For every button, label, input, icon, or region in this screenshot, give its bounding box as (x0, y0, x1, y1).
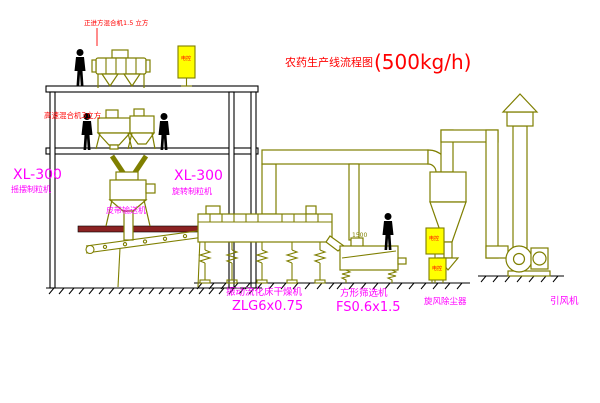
dryer-leg-spring (286, 241, 298, 284)
mixer-body (95, 57, 147, 75)
exhaust-stack (501, 93, 539, 249)
high-speed-mixer (95, 109, 133, 150)
stack-cap (501, 93, 539, 113)
cyclone-exhaust-pipe (440, 129, 509, 259)
label-top-mixer: 正进方混合机1.5 立方 (84, 18, 149, 27)
label-sieve-dimension: 1500 (352, 232, 367, 239)
cabinet-box (177, 45, 196, 79)
induced-draft-fan (505, 245, 551, 277)
label-granulator-mid-model: XL-300 (174, 168, 223, 184)
dryer-leg-spring (314, 241, 326, 284)
diagram-title: 农药生产线流程图 (285, 55, 373, 69)
stack-pipe (512, 125, 528, 249)
diagram-capacity: (500kg/h) (374, 50, 471, 74)
label-cyclone-dust-collector: 旋风除尘器 (424, 296, 467, 307)
label-sieve-name: 方形筛选机 (340, 287, 388, 299)
dryer-riser-duct (261, 163, 277, 215)
label-sieve-model: FS0.6x1.5 (336, 300, 401, 315)
cyclone-separator (429, 171, 467, 271)
granulator-body (109, 179, 147, 201)
label-belt-conveyor: 皮带输送机 (106, 205, 146, 215)
control-cabinet-top: 电控 (177, 45, 196, 87)
cabinet-text: 电控 (181, 55, 191, 62)
label-dryer-model: ZLG6x0.75 (232, 299, 303, 314)
ground-hatching (46, 275, 564, 295)
feed-chutes (109, 154, 149, 176)
label-granulator-mid-name: 旋转制粒机 (172, 186, 212, 196)
sieve-outlet (397, 257, 407, 265)
dryer-body (197, 213, 333, 243)
dryer-leg-spring (256, 241, 268, 284)
fluid-bed-dryer (197, 205, 345, 284)
granulator-hopper (115, 171, 139, 181)
cyclone-dipleg (443, 241, 453, 259)
sieve-riser-duct (348, 163, 360, 241)
cabinet-text: 电控 (429, 235, 439, 242)
control-cabinet-right-lower: 电控 (428, 257, 447, 283)
mixer-hopper (122, 73, 142, 88)
label-induced-draft-fan: 引风机 (550, 295, 579, 307)
label-granulator-left-model: XL-300 (13, 167, 62, 183)
square-sieve (339, 237, 407, 284)
horizontal-duct (261, 149, 429, 165)
building-frame (45, 85, 259, 289)
cube-mixer (91, 49, 151, 88)
rotary-granulator (105, 171, 156, 241)
sieve-spring (341, 269, 351, 284)
cabinet-box (428, 257, 447, 281)
cyclone-barrel (429, 171, 467, 203)
person-figure (382, 213, 394, 250)
label-dryer-name: 振动流化床干燥机 (226, 286, 303, 298)
column-right (250, 91, 257, 289)
person-figure (74, 49, 86, 86)
person-figure (158, 113, 170, 150)
label-granulator-left-name: 摇摆制粒机 (11, 184, 51, 194)
label-high-speed-mixer: 高速混合机3立方 (44, 110, 102, 120)
dryer-leg-spring (199, 241, 211, 284)
granulator-outlet (123, 210, 134, 241)
top-beam (45, 85, 259, 93)
conveyor-rollers (102, 231, 208, 250)
upper-granulator (127, 108, 156, 150)
cabinet-box (425, 227, 445, 255)
mixer-hopper (100, 73, 120, 88)
mixer-motor (111, 49, 129, 59)
granulator-motor (145, 183, 156, 194)
stack-collar (506, 111, 534, 127)
fan-base (507, 270, 551, 277)
sieve-spring (387, 269, 397, 284)
mid-beam (45, 147, 259, 155)
cabinet-text: 电控 (432, 265, 442, 272)
